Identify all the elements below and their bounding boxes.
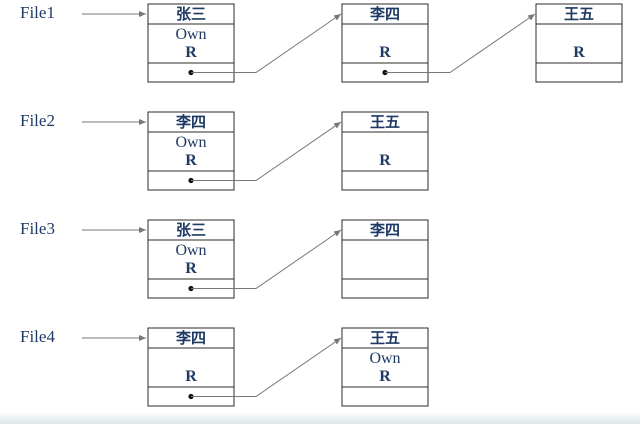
bottom-shadow (0, 412, 640, 424)
next-node-arrow (385, 13, 536, 73)
acl-node: 李四 R (341, 3, 536, 83)
node-user: 李四 (369, 221, 400, 239)
node-right-own: Own (369, 350, 400, 367)
file-label: File1 (20, 3, 55, 22)
next-node-arrow (191, 229, 342, 289)
node-user: 李四 (175, 329, 206, 347)
node-user: 张三 (176, 6, 206, 23)
acl-node: 王五 R (341, 111, 429, 191)
acl-node: 李四 R (147, 327, 342, 407)
node-right-read: R (185, 44, 197, 61)
file-label: File4 (20, 327, 55, 346)
node-user: 张三 (176, 222, 206, 239)
node-right-read: R (185, 368, 197, 385)
node-box (341, 111, 429, 191)
node-right-read: R (185, 152, 197, 169)
acl-node: 李四 (341, 219, 429, 299)
next-node-arrow (191, 13, 342, 73)
node-user: 王五 (370, 330, 400, 347)
next-node-arrow (191, 337, 342, 397)
node-right-read: R (379, 152, 391, 169)
node-right-own: Own (175, 134, 206, 151)
node-box (147, 3, 235, 83)
acl-node: 王五 R (535, 3, 623, 83)
node-box (341, 327, 429, 407)
node-right-own: Own (175, 242, 206, 259)
node-user: 王五 (370, 114, 400, 131)
node-box (341, 3, 429, 83)
node-right-read: R (379, 368, 391, 385)
node-box (147, 327, 235, 407)
node-box (147, 219, 235, 299)
next-node-arrow (191, 121, 342, 181)
node-box (341, 219, 429, 299)
node-right-read: R (185, 260, 197, 277)
file-label: File2 (20, 111, 55, 130)
node-user: 李四 (369, 5, 400, 23)
node-right-own: Own (175, 26, 206, 43)
node-user: 李四 (175, 113, 206, 131)
file-label: File3 (20, 219, 55, 238)
node-user: 王五 (564, 6, 594, 23)
node-box (147, 111, 235, 191)
node-right-read: R (379, 44, 391, 61)
node-right-read: R (573, 44, 585, 61)
node-box (535, 3, 623, 83)
